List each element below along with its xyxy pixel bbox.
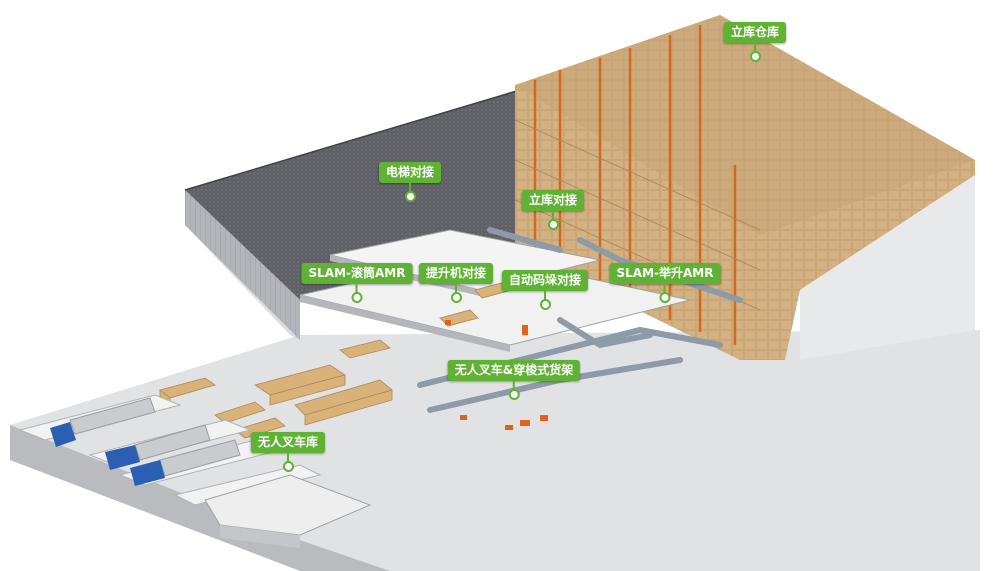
auto-stack-label-text: 自动码垛对接 xyxy=(501,270,589,291)
location-pin-icon xyxy=(508,389,520,400)
location-pin-icon xyxy=(282,461,294,472)
label-forklift-shuttle: 无人叉车&穿梭式货架 xyxy=(447,360,581,400)
forklift-depot-area xyxy=(204,474,372,548)
label-elevator: 电梯对接 xyxy=(378,162,442,202)
forklift-shuttle-label-text: 无人叉车&穿梭式货架 xyxy=(447,360,581,381)
elevator-label-text: 电梯对接 xyxy=(378,162,442,183)
slam-roller-label-text: SLAM-滚筒AMR xyxy=(301,263,413,284)
label-slam-lift: SLAM-举升AMR xyxy=(609,263,721,303)
cargo-pallets xyxy=(159,281,513,439)
location-pin-icon xyxy=(351,292,363,303)
location-pin-icon xyxy=(404,191,416,202)
label-asrs-dock: 立库对接 xyxy=(521,190,585,230)
location-pin-icon xyxy=(450,292,462,303)
truck-2 xyxy=(105,424,211,470)
agv-robots xyxy=(445,320,548,430)
location-pin-icon xyxy=(659,292,671,303)
label-lift-dock: 提升机对接 xyxy=(418,263,494,303)
truck-3 xyxy=(130,439,241,486)
slam-lift-label-text: SLAM-举升AMR xyxy=(609,263,721,284)
label-auto-stack: 自动码垛对接 xyxy=(501,270,589,310)
location-pin-icon xyxy=(547,219,559,230)
asrs-dock-label-text: 立库对接 xyxy=(521,190,585,211)
lift-dock-label-text: 提升机对接 xyxy=(418,263,494,284)
asrs-label-text: 立库仓库 xyxy=(723,22,787,43)
location-pin-icon xyxy=(749,51,761,62)
truck-1 xyxy=(50,397,156,447)
label-slam-roller: SLAM-滚筒AMR xyxy=(301,263,413,303)
label-asrs: 立库仓库 xyxy=(723,22,787,62)
forklift-depot-label-text: 无人叉车库 xyxy=(250,432,326,453)
location-pin-icon xyxy=(539,299,551,310)
label-forklift-depot: 无人叉车库 xyxy=(250,432,326,472)
